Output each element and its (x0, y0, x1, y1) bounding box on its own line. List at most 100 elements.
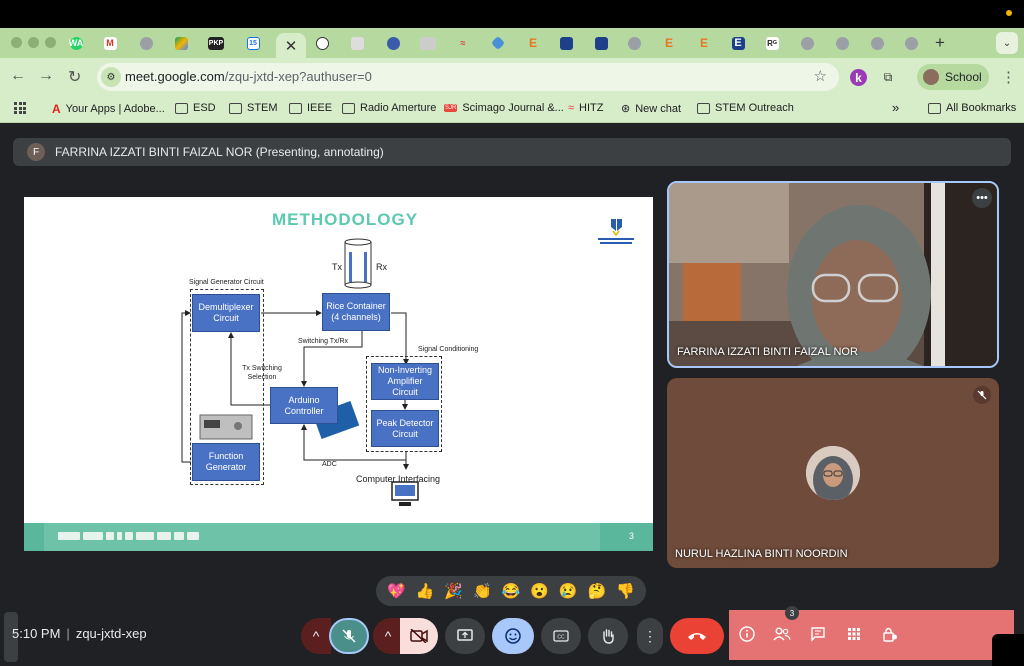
host-controls-button[interactable] (880, 624, 900, 644)
video-options-button[interactable]: ^ (373, 618, 403, 654)
tab-generic-1[interactable] (133, 33, 159, 53)
all-bookmarks-button[interactable]: All Bookmarks (928, 102, 1016, 114)
people-button[interactable] (772, 624, 792, 644)
reaction-party[interactable]: 🎉 (444, 583, 463, 600)
bookmark-new-chat[interactable]: ⊛ New chat (621, 102, 681, 116)
tab-drive[interactable] (168, 33, 194, 53)
audio-options-button[interactable]: ^ (301, 618, 331, 654)
tab-elsevier-2[interactable]: E (656, 33, 682, 53)
bookmark-label: STEM Outreach (715, 102, 794, 114)
tile-options-button[interactable]: ••• (972, 188, 992, 208)
close-tab-icon[interactable]: ✕ (284, 37, 298, 55)
bookmarks-overflow-button[interactable]: » (892, 100, 900, 115)
tab-doc[interactable] (344, 33, 370, 53)
bookmark-ieee[interactable]: IEEE (289, 102, 332, 114)
tab-generic-2[interactable] (415, 33, 441, 53)
camera-toggle-button[interactable] (400, 618, 438, 654)
apps-button[interactable] (14, 102, 26, 114)
reaction-heart[interactable]: 💖 (386, 583, 406, 600)
reload-icon[interactable]: ↻ (68, 69, 82, 86)
tab-gmail[interactable]: M (97, 33, 123, 53)
profile-button[interactable]: School (917, 64, 989, 90)
emoji-icon (505, 628, 521, 644)
bookmark-stem-outreach[interactable]: STEM Outreach (697, 102, 794, 114)
reaction-thinking[interactable]: 🤔 (587, 583, 607, 600)
tab-e-site[interactable]: E (725, 33, 751, 53)
participant-tile-nurul[interactable]: NURUL HAZLINA BINTI NOORDIN (667, 378, 999, 568)
microphone-toggle-button[interactable] (329, 618, 369, 654)
participant-name: FARRINA IZZATI BINTI FAIZAL NOR (677, 346, 858, 358)
close-window-icon[interactable] (11, 37, 22, 48)
chat-button[interactable] (808, 624, 828, 644)
tab-meet-active[interactable]: ✕ (276, 33, 306, 58)
switching-label: Switching Tx/Rx (298, 338, 349, 345)
more-options-button[interactable]: ⋮ (637, 618, 663, 654)
leave-call-button[interactable] (670, 618, 724, 654)
activities-button[interactable] (844, 624, 864, 644)
tab-researchgate[interactable]: Rᴳ (759, 33, 785, 53)
tab-chatgpt[interactable] (309, 33, 335, 53)
mic-off-icon (342, 629, 356, 643)
browser-menu-icon[interactable]: ⋮ (1001, 69, 1016, 86)
tab-elsevier-3[interactable]: E (691, 33, 717, 53)
tab-generic-8[interactable] (898, 33, 924, 53)
computer-interfacing-label: Computer Interfacing (356, 474, 441, 484)
captions-button[interactable]: CC (541, 618, 581, 654)
bookmark-radio[interactable]: Radio Amerture (342, 102, 436, 114)
reaction-clap[interactable]: 👏 (472, 583, 492, 600)
bookmark-adobe[interactable]: A Your Apps | Adobe... (52, 102, 165, 116)
tab-uni-1[interactable] (553, 33, 579, 53)
minimize-window-icon[interactable] (28, 37, 39, 48)
tab-elsevier-1[interactable]: E (520, 33, 546, 53)
bookmark-hitz[interactable]: ≈ HITZ (568, 102, 604, 114)
address-bar[interactable]: ⚙ meet.google.com/zqu-jxtd-xep?authuser=… (97, 63, 839, 91)
bookmark-stem[interactable]: STEM (229, 102, 278, 114)
reaction-thumbs-up[interactable]: 👍 (415, 583, 435, 600)
present-screen-button[interactable] (445, 618, 485, 654)
rice-container-block: Rice Container (4 channels) (322, 293, 390, 331)
globe-icon (870, 36, 884, 50)
tab-generic-6[interactable] (829, 33, 855, 53)
pkp-icon: PKP (208, 36, 224, 50)
extension-k-icon[interactable]: k (850, 69, 867, 86)
site-info-icon[interactable]: ⚙ (101, 67, 121, 87)
tab-generic-7[interactable] (864, 33, 890, 53)
bookmark-scimago[interactable]: SJR Scimago Journal &... (444, 102, 564, 114)
tab-gear-site[interactable] (380, 33, 406, 53)
info-icon (739, 626, 755, 642)
tab-search-button[interactable]: ⌄ (996, 32, 1018, 54)
hitz-icon: ≈ (568, 102, 575, 114)
tab-calendar[interactable]: 15 (240, 33, 266, 53)
tab-generic-4[interactable] (621, 33, 647, 53)
tab-generic-3[interactable] (485, 33, 511, 53)
reaction-surprised[interactable]: 😮 (530, 583, 549, 600)
back-arrow-icon[interactable]: ← (10, 67, 26, 84)
tab-pkp[interactable]: PKP (203, 33, 229, 53)
reaction-laugh[interactable]: 😂 (501, 583, 521, 600)
meeting-details-button[interactable] (737, 624, 757, 644)
reaction-sad[interactable]: 😢 (558, 583, 578, 600)
profile-label: School (945, 70, 982, 84)
tab-uni-2[interactable] (588, 33, 614, 53)
participant-tile-farrina[interactable]: ••• FARRINA IZZATI BINTI FAIZAL NOR (667, 181, 999, 368)
zoom-window-icon[interactable] (45, 37, 56, 48)
raise-hand-button[interactable] (588, 618, 628, 654)
tab-hitz[interactable]: ≈ (450, 33, 476, 53)
sponsor-logos (58, 532, 199, 540)
reactions-button[interactable] (492, 618, 534, 654)
tab-whatsapp[interactable]: WA (63, 33, 89, 53)
university-logo-icon (598, 219, 634, 244)
new-tab-button[interactable]: + (935, 33, 945, 52)
adobe-icon: A (52, 102, 61, 116)
gmail-icon: M (103, 36, 117, 50)
extensions-puzzle-icon[interactable]: ⧉ (883, 69, 893, 84)
url-text[interactable]: meet.google.com/zqu-jxtd-xep?authuser=0 (125, 69, 372, 84)
forward-arrow-icon[interactable]: → (38, 67, 54, 84)
folder-icon (928, 102, 941, 114)
bookmark-esd[interactable]: ESD (175, 102, 216, 114)
apps-grid-icon (848, 628, 860, 640)
reaction-thumbs-down[interactable]: 👎 (616, 583, 635, 600)
tab-generic-5[interactable] (794, 33, 820, 53)
folder-icon (697, 102, 710, 114)
bookmark-star-icon[interactable]: ☆ (813, 68, 827, 85)
